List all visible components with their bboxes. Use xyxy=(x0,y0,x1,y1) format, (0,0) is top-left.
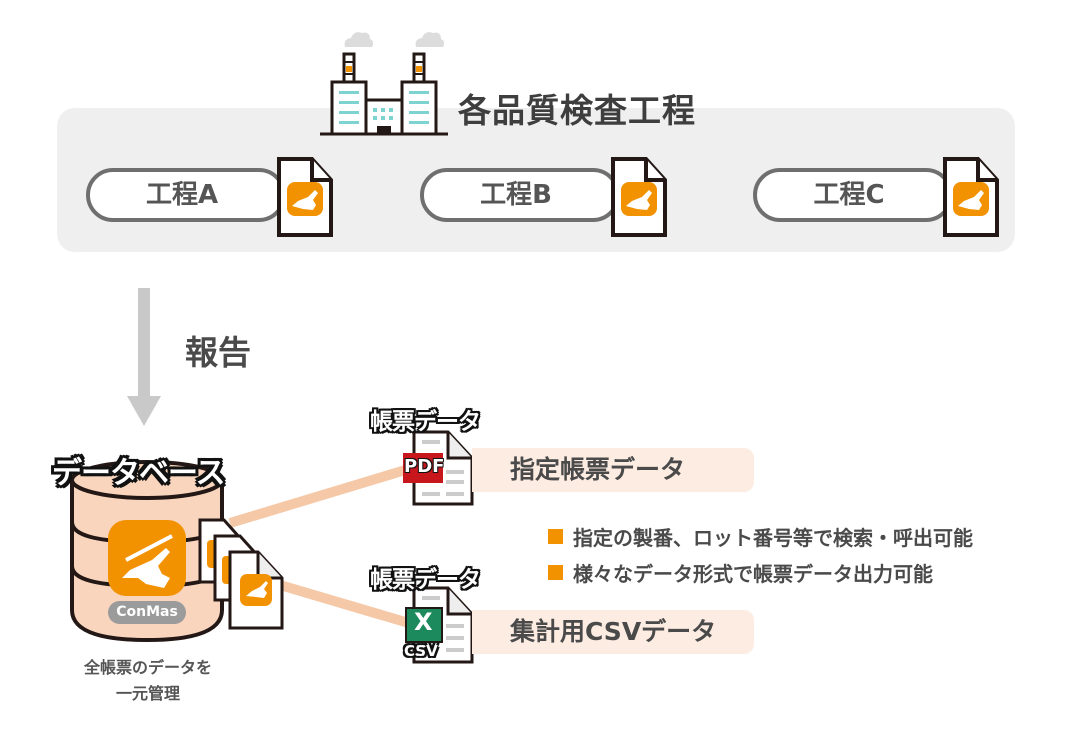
stacked-documents-icon xyxy=(198,518,284,630)
page-title: 各品質検査工程 xyxy=(458,91,696,130)
process-pill-a: 工程A xyxy=(86,168,286,222)
pdf-badge: PDF xyxy=(404,456,445,477)
feature-item: 指定の製番、ロット番号等で検索・呼出可能 xyxy=(548,522,973,551)
factory-icon xyxy=(320,32,448,136)
excel-csv-file-icon xyxy=(405,586,474,664)
output-band-pdf: 指定帳票データ xyxy=(472,448,754,492)
feature-text: 様々なデータ形式で帳票データ出力可能 xyxy=(573,562,933,586)
database-caption: 全帳票のデータを 一元管理 xyxy=(50,655,246,707)
form-document-icon xyxy=(277,157,333,237)
connector-csv xyxy=(278,580,414,629)
bullet-square-icon xyxy=(548,529,563,544)
process-label: 工程B xyxy=(480,180,552,210)
form-document-icon xyxy=(943,157,999,237)
caption-line-1: 全帳票のデータを xyxy=(83,658,212,677)
process-pill-c: 工程C xyxy=(753,168,953,222)
process-label: 工程A xyxy=(145,180,219,210)
form-document-icon xyxy=(611,157,667,237)
conmas-badge: ConMas xyxy=(108,601,186,624)
connector-pdf xyxy=(228,463,414,528)
csv-badge: CSV xyxy=(404,642,438,660)
caption-line-2: 一元管理 xyxy=(115,684,180,703)
output-label-csv: 集計用CSVデータ xyxy=(510,617,717,646)
conmas-app-icon xyxy=(108,520,186,596)
database-title: データベース xyxy=(52,456,225,491)
output-tag-pdf: 帳票データ xyxy=(370,409,481,435)
report-label: 報告 xyxy=(185,333,251,372)
bullet-square-icon xyxy=(548,565,563,580)
feature-text: 指定の製番、ロット番号等で検索・呼出可能 xyxy=(573,526,973,550)
process-label: 工程C xyxy=(813,180,885,210)
pdf-file-icon xyxy=(403,430,474,506)
output-band-csv: 集計用CSVデータ xyxy=(472,610,754,654)
feature-item: 様々なデータ形式で帳票データ出力可能 xyxy=(548,558,933,587)
down-arrow-icon xyxy=(127,288,161,426)
output-label-pdf: 指定帳票データ xyxy=(510,455,686,484)
excel-mark: X xyxy=(414,608,433,636)
output-tag-csv: 帳票データ xyxy=(370,567,481,593)
process-pill-b: 工程B xyxy=(420,168,620,222)
